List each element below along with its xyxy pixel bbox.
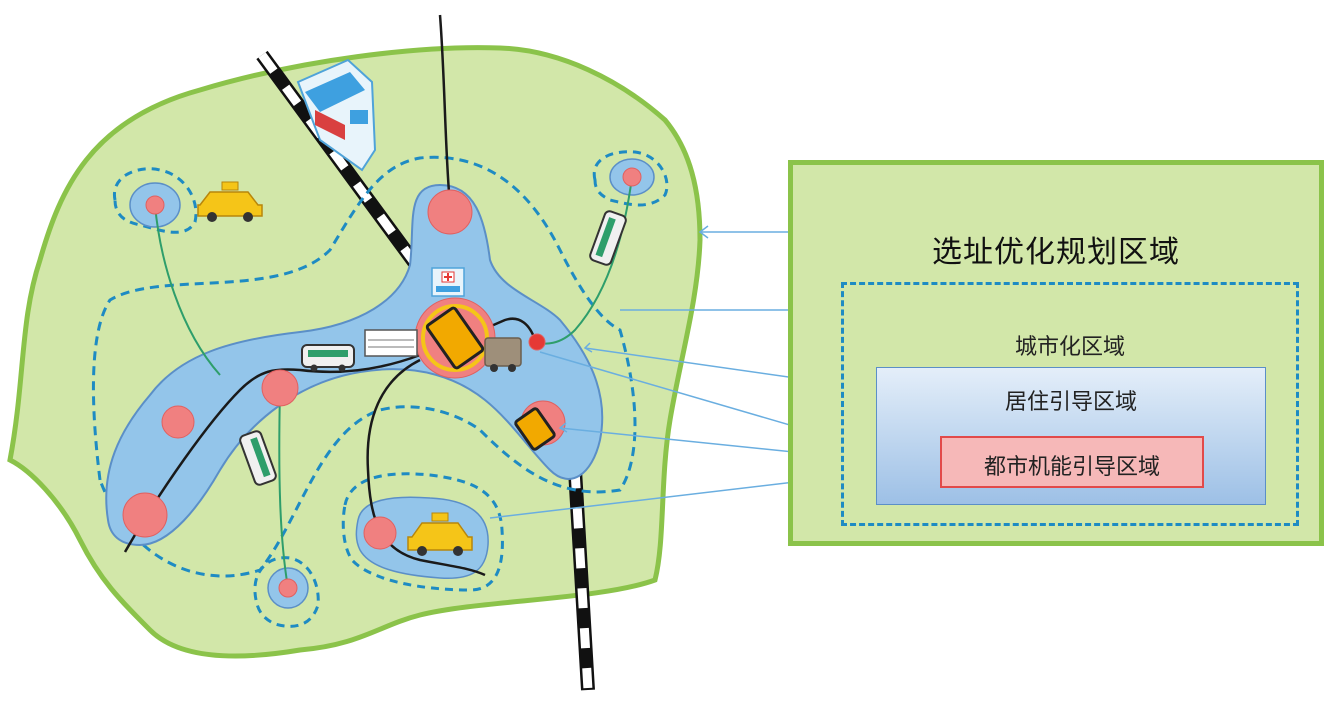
medical-facility-icon xyxy=(431,267,465,297)
main-hub xyxy=(414,297,496,379)
legend-urbanization-area: 城市化区域 居住引导区域 都市机能引导区域 xyxy=(841,282,1299,526)
urbanization-area-outline xyxy=(91,155,637,578)
urbanization-area-label: 城市化区域 xyxy=(1014,335,1125,360)
taxi-icon xyxy=(197,181,263,222)
delivery-truck-icon xyxy=(484,337,522,372)
legend-urban-function-guidance-area: 都市机能引导区域 xyxy=(940,436,1204,488)
satellite-zones xyxy=(113,150,669,628)
bus-icon xyxy=(239,430,277,486)
residential-guidance-area xyxy=(105,183,604,547)
hospital-icon xyxy=(296,58,377,172)
bus-icon xyxy=(589,210,627,266)
legend-site-optimization-area: 选址优化规划区域 城市化区域 居住引导区域 都市机能引导区域 xyxy=(788,160,1324,546)
bus-icon xyxy=(301,344,355,372)
urban-function-guidance-area-label: 都市机能引导区域 xyxy=(983,455,1160,480)
secondary-hub xyxy=(514,407,556,451)
taxi-icon xyxy=(407,512,473,556)
station-icon xyxy=(364,329,418,357)
legend-title: 选址优化规划区域 xyxy=(932,235,1180,270)
residential-guidance-area-label: 居住引导区域 xyxy=(1004,390,1137,415)
legend-residential-guidance-area: 居住引导区域 都市机能引导区域 xyxy=(876,367,1266,505)
